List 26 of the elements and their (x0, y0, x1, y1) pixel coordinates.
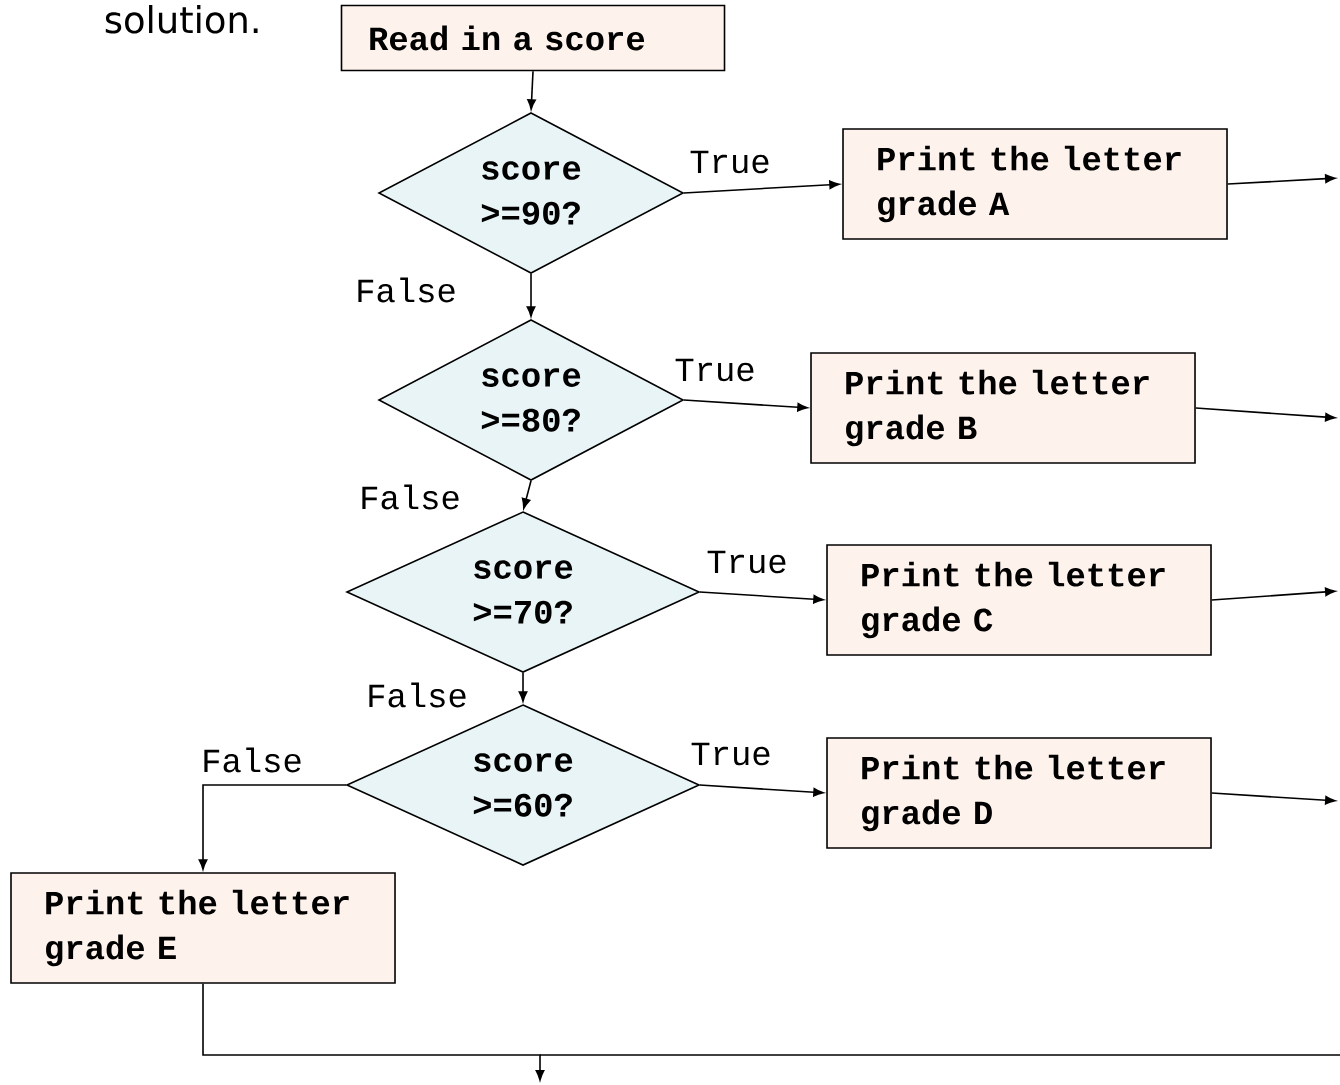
arrow (699, 591, 824, 604)
edge-label: False (354, 276, 458, 304)
process-box: Print the letter grade B (810, 352, 1196, 464)
edge-label: True (688, 149, 772, 175)
heading-text: solution. (105, 5, 258, 34)
process-box: Read in a score (340, 4, 726, 72)
process-box: Print the letter grade D (826, 737, 1212, 849)
arrow (521, 480, 532, 509)
arrow (1195, 407, 1336, 422)
arrow (1211, 587, 1336, 601)
edge-label: True (705, 549, 789, 575)
arrow (699, 784, 824, 797)
arrow (518, 672, 528, 702)
arrow (1211, 792, 1336, 805)
arrow (198, 784, 347, 870)
process-box: Print the letter grade C (826, 544, 1212, 656)
edge-label: False (358, 483, 462, 511)
process-box: Print the letter grade E (10, 872, 396, 984)
process-box: Print the letter grade A (842, 128, 1228, 240)
arrow (683, 399, 808, 412)
arrow (1227, 174, 1336, 185)
arrow (527, 70, 536, 110)
arrow (526, 273, 536, 317)
arrow (202, 983, 545, 1081)
edge-label: False (200, 746, 304, 774)
arrow (683, 180, 840, 194)
